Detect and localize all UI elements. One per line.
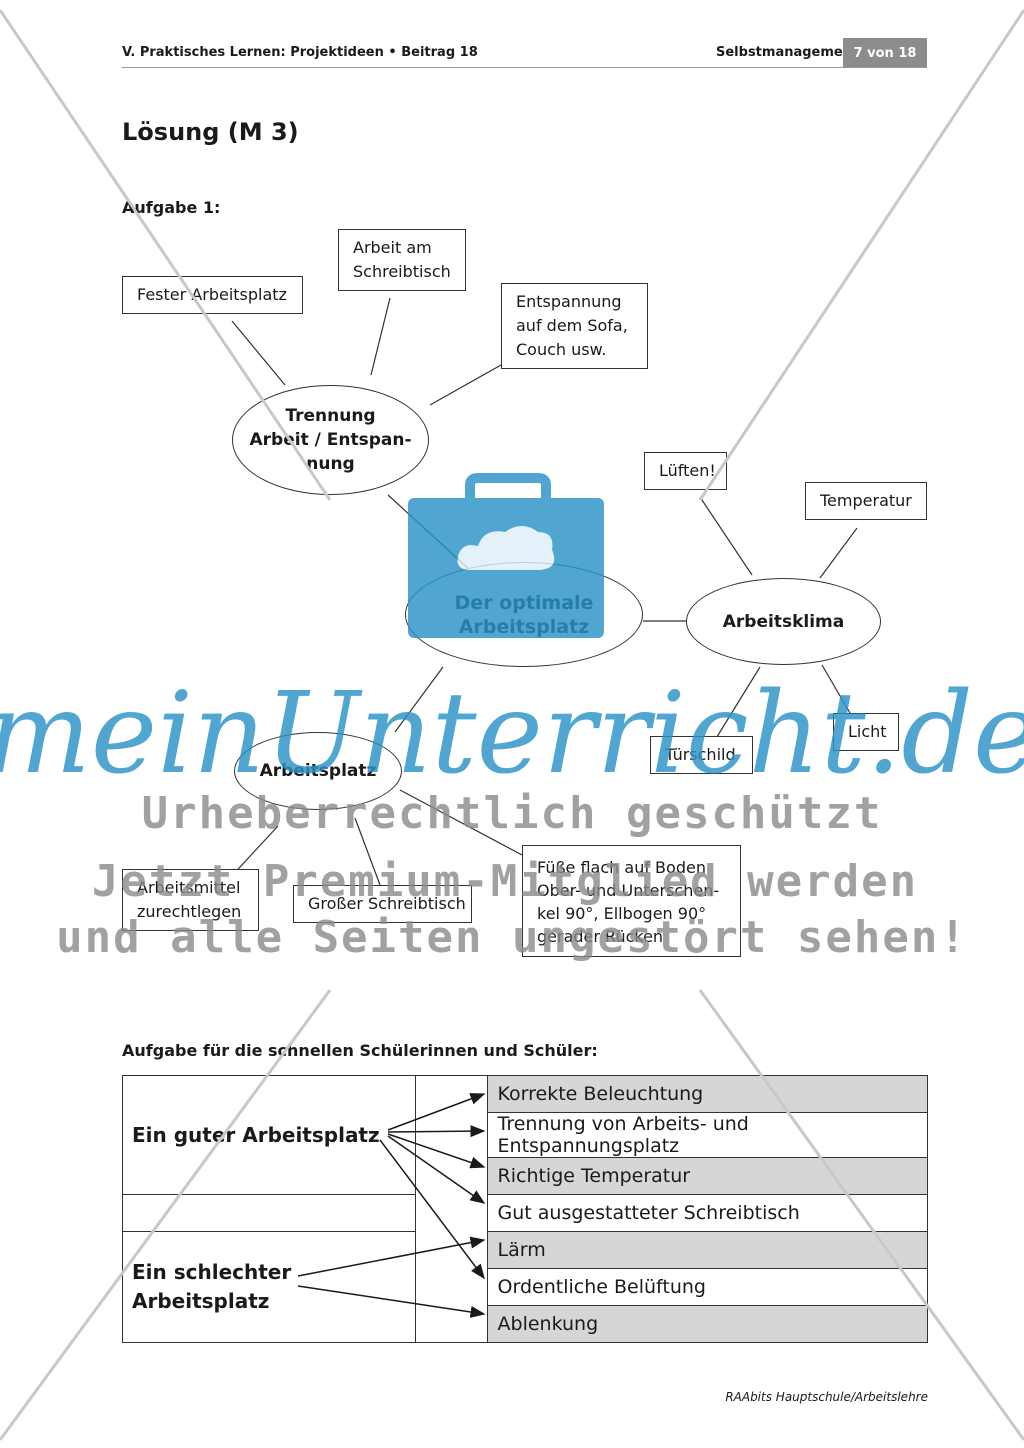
box-licht: Licht <box>833 713 899 751</box>
header-divider <box>122 67 927 68</box>
box-line: Couch usw. <box>516 340 607 359</box>
box-line: gerader Rücken <box>537 927 664 946</box>
box-line: Entspannung <box>516 292 622 311</box>
arrow-column <box>414 1075 488 1343</box>
box-grosser-schreibtisch: Großer Schreibtisch <box>293 885 472 923</box>
box-line: auf dem Sofa, <box>516 316 628 335</box>
box-line: kel 90°, Ellbogen 90° <box>537 904 707 923</box>
box-line: Ober- und Unterschen- <box>537 881 720 900</box>
box-line: Füße flach auf Boden <box>537 858 706 877</box>
box-line: Arbeitsmittel <box>137 878 241 897</box>
box-line: Schreibtisch <box>353 262 451 281</box>
box-tuerschild: Türschild <box>650 736 753 774</box>
box-arbeitsmittel: Arbeitsmittel zurechtlegen <box>122 869 259 931</box>
ellipse-arbeitsklima: Arbeitsklima <box>686 578 881 665</box>
box-line: Arbeit am <box>353 238 432 257</box>
box-line: zurechtlegen <box>137 902 242 921</box>
task2-table: Ein guter Arbeitsplatz Korrekte Beleucht… <box>122 1075 929 1343</box>
box-arbeit-am-schreibtisch: Arbeit am Schreibtisch <box>338 229 466 291</box>
box-entspannung-sofa: Entspannung auf dem Sofa, Couch usw. <box>501 283 648 369</box>
ellipse-arbeitsplatz: Arbeitsplatz <box>234 732 402 810</box>
box-koerperhaltung: Füße flach auf Boden Ober- und Untersche… <box>522 845 741 957</box>
footer-source: RAAbits Hauptschule/Arbeitslehre <box>725 1390 928 1404</box>
